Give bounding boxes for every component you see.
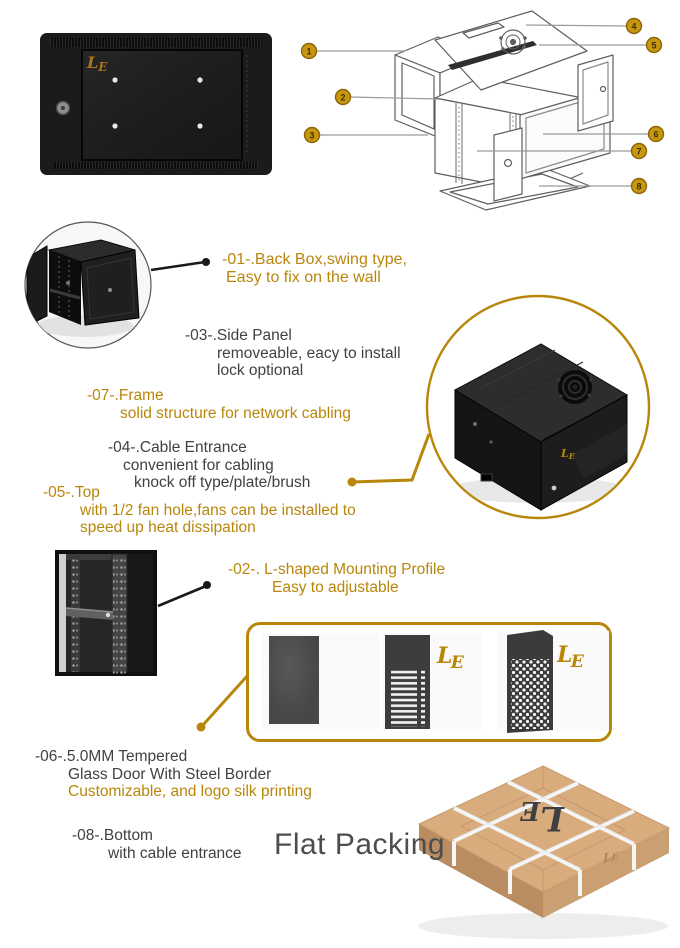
callout-5: 5 — [645, 36, 663, 54]
annotation-01: -01-.Back Box,swing type, Easy to fix on… — [222, 251, 407, 287]
annotation-04-line3: knock off type/plate/brush — [134, 474, 311, 491]
annotation-03: -03-.Side Panel removeable, eacy to inst… — [185, 327, 401, 380]
package-side-stamp: LE — [602, 844, 619, 868]
annotation-04: -04-.Cable Entrance convenient for cabli… — [108, 439, 310, 492]
brand-logo-vented-panel: LE — [437, 643, 464, 673]
annotation-02-title: -02-. L-shaped Mounting Profile — [228, 561, 446, 578]
svg-text:8: 8 — [636, 181, 641, 191]
exploded-diagram: 1 2 3 4 5 6 7 8 — [300, 10, 665, 211]
back-box-photo — [24, 221, 152, 349]
annotation-05-title: -05-.Top — [43, 484, 100, 501]
svg-text:7: 7 — [636, 146, 641, 156]
mounting-rail-photo — [55, 550, 157, 676]
brand-logo-perforated-panel: LE — [557, 642, 584, 672]
callout-7: 7 — [630, 142, 648, 160]
top-fan-photo: LE — [425, 294, 651, 520]
flat-packing-heading: Flat Packing — [274, 828, 446, 861]
panel-solid-image — [261, 633, 379, 729]
annotation-01-title: -01-.Back Box,swing type, — [222, 251, 407, 268]
annotation-07-line2: solid structure for network cabling — [120, 404, 351, 422]
annotation-06-title: -06-.5.0MM Tempered — [35, 748, 188, 765]
annotation-08-line2: with cable entrance — [108, 844, 242, 862]
annotation-02-line2: Easy to adjustable — [272, 578, 399, 596]
brand-logo-package: LE — [519, 795, 565, 838]
annotation-03-line2: removeable, eacy to install — [217, 344, 401, 362]
callout-8: 8 — [630, 177, 648, 195]
annotation-04-line2: convenient for cabling — [123, 456, 274, 474]
svg-text:5: 5 — [651, 40, 656, 50]
svg-text:3: 3 — [309, 130, 314, 140]
annotation-08: -08-.Bottom with cable entrance — [72, 827, 242, 862]
cabinet-front-photo: LE — [40, 33, 272, 175]
panel-options-image — [261, 630, 609, 733]
annotation-08-title: -08-.Bottom — [72, 827, 153, 844]
callout-6: 6 — [647, 125, 665, 143]
annotation-07: -07-.Frame solid structure for network c… — [87, 387, 351, 422]
annotation-03-line3: lock optional — [217, 362, 304, 379]
annotation-04-title: -04-.Cable Entrance — [108, 439, 247, 456]
annotation-06-line3: Customizable, and logo silk printing — [68, 783, 312, 800]
panel-perforated-image — [497, 630, 609, 733]
annotation-03-title: -03-.Side Panel — [185, 327, 292, 344]
svg-text:1: 1 — [306, 46, 311, 56]
annotation-06: -06-.5.0MM Tempered Glass Door With Stee… — [35, 748, 312, 801]
annotation-05-line3: speed up heat dissipation — [80, 519, 256, 536]
callout-2: 2 — [334, 88, 352, 106]
brand-logo-small: LE — [560, 447, 576, 461]
annotation-05-line2: with 1/2 fan hole,fans can be installed … — [80, 501, 356, 519]
svg-text:2: 2 — [340, 92, 345, 102]
annotation-06-line2: Glass Door With Steel Border — [68, 765, 272, 783]
callout-4: 4 — [625, 17, 643, 35]
callout-1: 1 — [300, 42, 318, 60]
annotation-05: -05-.Top with 1/2 fan hole,fans can be i… — [43, 484, 356, 537]
brand-logo: LE — [86, 53, 108, 74]
flat-packing-photo: LE LE — [417, 765, 671, 939]
annotation-02: -02-. L-shaped Mounting Profile Easy to … — [228, 561, 445, 596]
annotation-07-title: -07-.Frame — [87, 387, 164, 404]
svg-text:6: 6 — [653, 129, 658, 139]
callout-3: 3 — [303, 126, 321, 144]
svg-text:4: 4 — [631, 21, 636, 31]
panel-vented-image — [383, 633, 481, 729]
annotation-01-line2: Easy to fix on the wall — [226, 269, 381, 286]
door-panel-options-box: LE LE — [246, 622, 612, 742]
